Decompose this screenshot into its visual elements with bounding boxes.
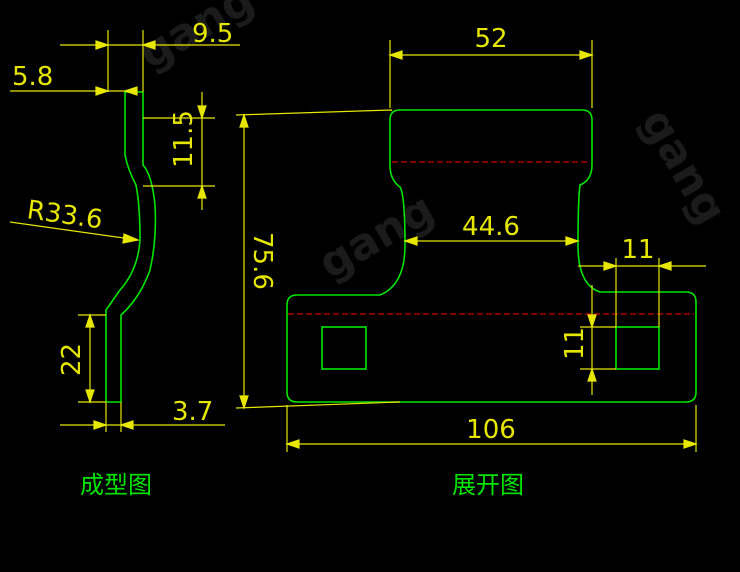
dim-slot-width: 11 xyxy=(621,235,654,265)
dim-total-width: 106 xyxy=(466,415,516,445)
centerlines xyxy=(288,161,694,315)
dim-top-width: 52 xyxy=(474,24,507,54)
dim-thickness-bottom: 3.7 xyxy=(172,397,213,427)
dim-height-bottom: 22 xyxy=(57,343,87,376)
dim-neck-width: 44.6 xyxy=(462,212,520,242)
svg-text:gang: gang xyxy=(630,100,736,233)
formed-part-outline xyxy=(105,91,157,403)
flat-view: 52 44.6 11 75.6 11 106 展开图 xyxy=(235,24,706,499)
formed-dimensions xyxy=(9,30,240,432)
formed-view: 9.5 5.8 11.5 R33.6 22 3.7 成型图 xyxy=(9,19,240,499)
dim-total-height: 75.6 xyxy=(247,232,277,290)
caption-formed: 成型图 xyxy=(80,471,152,499)
dim-slot-height: 11 xyxy=(560,327,590,360)
dim-radius: R33.6 xyxy=(25,195,104,235)
dim-thickness: 5.8 xyxy=(12,62,53,92)
dim-height-top: 11.5 xyxy=(169,110,199,168)
svg-text:gang: gang xyxy=(310,183,443,289)
dim-width-top: 9.5 xyxy=(192,19,233,49)
flat-part-outline xyxy=(286,109,697,403)
flat-dimensions xyxy=(235,40,706,452)
caption-flat: 展开图 xyxy=(452,471,524,499)
